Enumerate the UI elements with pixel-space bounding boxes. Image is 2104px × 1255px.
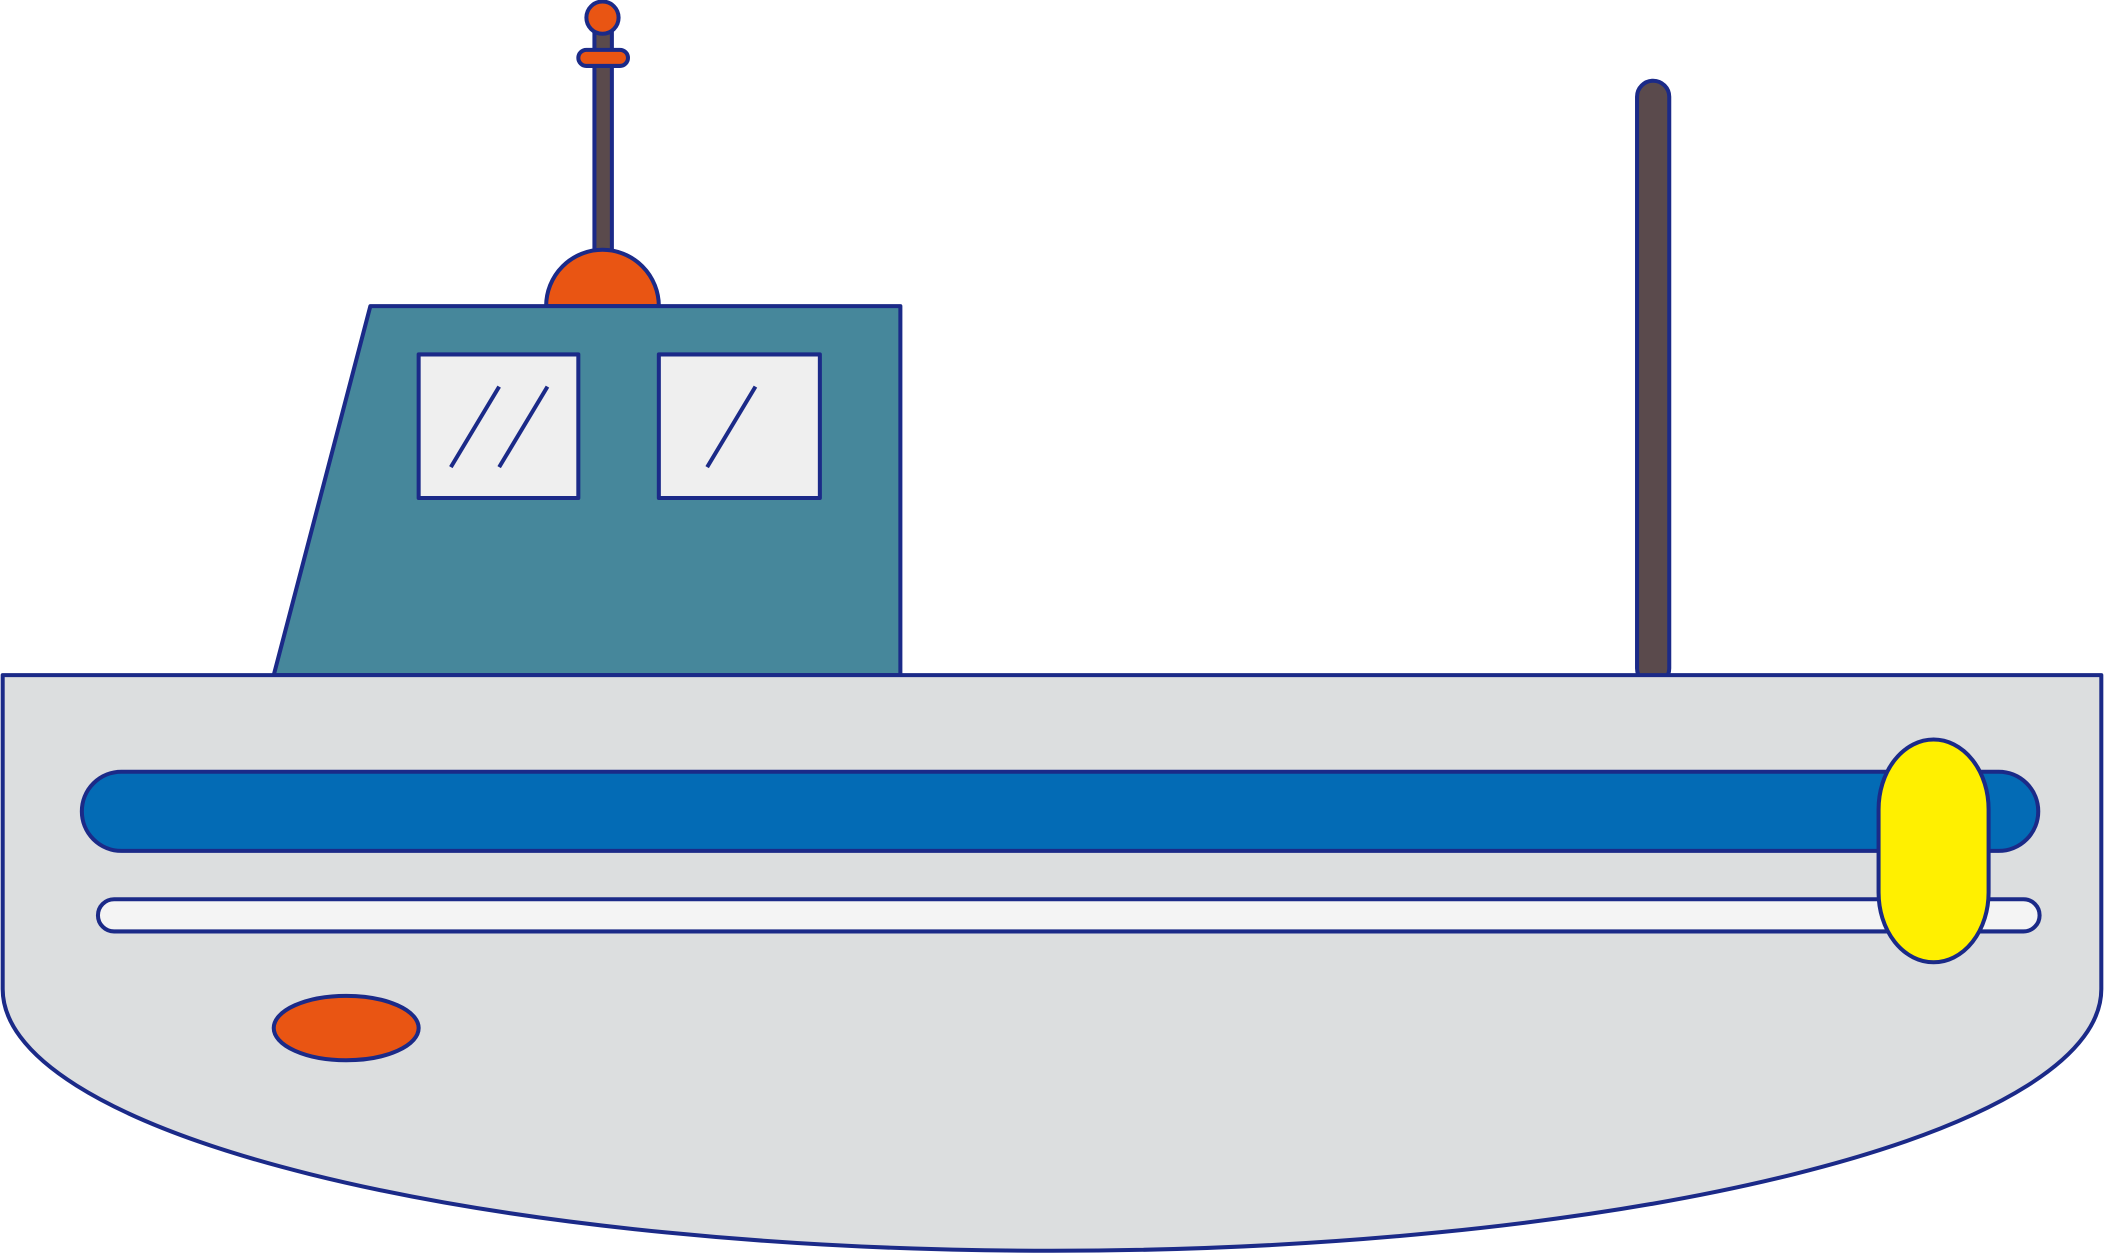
hull-white-stripe <box>95 897 2042 934</box>
hull <box>0 673 2104 1253</box>
hull-blue-stripe <box>79 769 2041 853</box>
cabin-window-right <box>656 352 822 501</box>
window-glare <box>449 385 501 469</box>
cabin-dome <box>544 247 661 309</box>
yellow-buoy <box>1876 737 1991 965</box>
window-glare <box>705 385 758 469</box>
cabin-window-left <box>416 352 581 501</box>
window-glare <box>497 385 550 469</box>
porthole-orange <box>271 993 421 1063</box>
antenna-ball <box>584 0 621 36</box>
rear-mast <box>1635 78 1672 687</box>
antenna-crossbar <box>576 47 630 68</box>
